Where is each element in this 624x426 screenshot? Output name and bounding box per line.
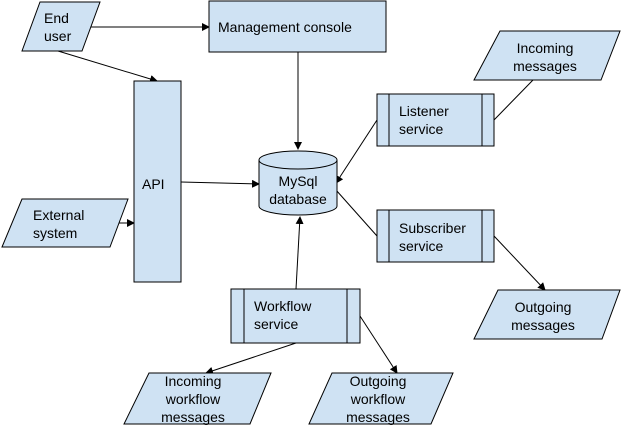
node-management-console-shape <box>208 0 387 53</box>
node-end-user-label: End user <box>44 10 72 44</box>
node-incoming-workflow-messages-label: Incoming workflow messages <box>161 373 225 425</box>
node-outgoing-messages-label: Outgoing messages <box>511 299 575 333</box>
node-incoming-messages-label: Incoming messages <box>513 40 577 74</box>
node-listener-service-shape <box>376 93 495 147</box>
node-workflow-service-shape <box>230 288 361 344</box>
node-incoming-messages-shape <box>473 30 621 81</box>
node-database-shape <box>258 150 338 216</box>
node-subscriber-service-shape <box>376 209 495 263</box>
node-external-system-shape <box>1 198 129 248</box>
node-subscriber-service-label: Subscriber service <box>399 220 466 254</box>
node-end-user-shape <box>21 1 101 52</box>
node-management-console-label: Management console <box>218 19 352 35</box>
node-listener-service-label: Listener service <box>399 103 449 137</box>
node-database-label: MySql database <box>269 173 327 207</box>
edge-workflow-service-to-database <box>295 216 304 290</box>
node-api-shape <box>133 80 182 283</box>
edge-listener-service-to-database <box>335 119 378 184</box>
node-outgoing-messages-shape <box>473 289 621 340</box>
node-workflow-service-label: Workflow service <box>254 298 312 332</box>
node-external-system-label: External system <box>33 207 85 241</box>
node-outgoing-workflow-messages-label: Outgoing workflow messages <box>346 373 410 425</box>
node-api-label: API <box>142 176 165 192</box>
edge-api-to-database <box>180 179 260 188</box>
edge-end-user-to-api <box>57 50 158 83</box>
edge-workflow-service-to-outgoing-workflow-messages <box>359 315 398 374</box>
edge-incoming-messages-to-listener-service <box>493 79 534 121</box>
edge-workflow-service-to-incoming-workflow-messages <box>205 342 297 375</box>
node-incoming-workflow-messages-shape <box>123 372 272 425</box>
node-outgoing-workflow-messages-shape <box>308 372 454 425</box>
edge-subscriber-service-to-outgoing-messages <box>493 235 546 291</box>
edge-database-to-subscriber-service <box>335 189 378 237</box>
